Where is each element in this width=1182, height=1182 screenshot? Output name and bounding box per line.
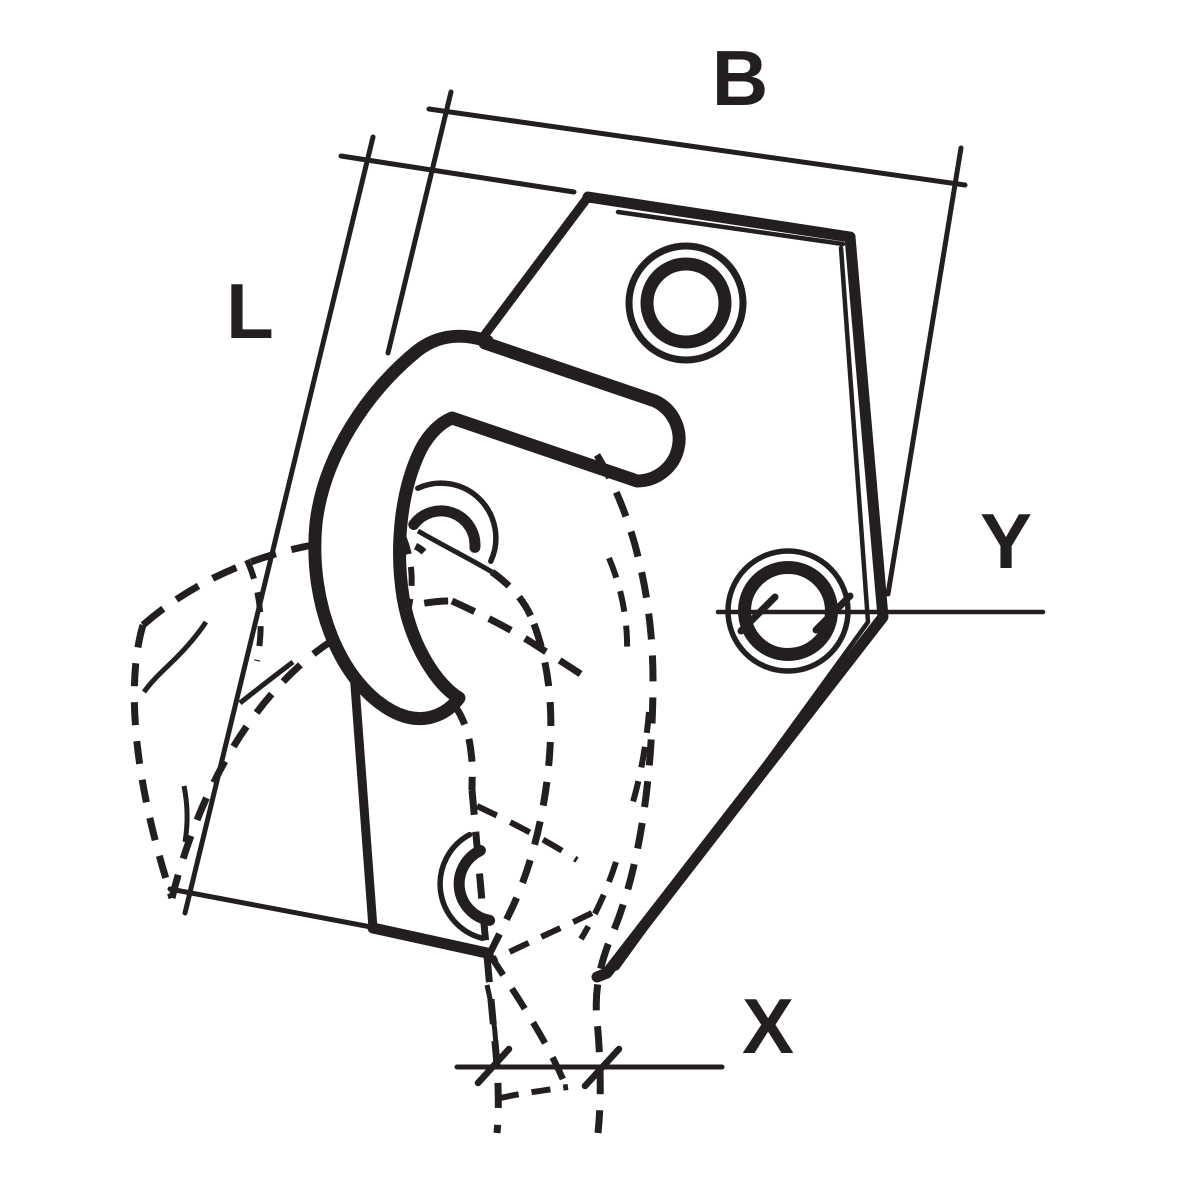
middle-hole-bore-arc <box>408 505 481 553</box>
plate-face <box>343 197 883 975</box>
dimension-label-y: Y <box>980 497 1032 585</box>
dimension-label-l: L <box>226 267 274 355</box>
dimension-b-extension-right <box>885 145 964 597</box>
rope-loop-outer-edge <box>592 453 657 1134</box>
rope-visible-edge <box>484 984 499 1047</box>
dimension-l: L <box>167 134 577 930</box>
rope-twist-line <box>606 556 631 655</box>
rope-twist-line <box>493 910 594 962</box>
rope-strand <box>450 597 595 685</box>
bottom-hole-bore-arc <box>453 845 496 926</box>
bottom-hole-outer-arc <box>437 831 486 942</box>
rope-twist-line <box>578 861 619 941</box>
rope-twist-line <box>627 711 652 813</box>
dimension-label-x: X <box>742 982 794 1070</box>
rope-front <box>141 453 657 1134</box>
dimension-l-extension-top <box>338 153 577 195</box>
plate-thickness-line-top <box>615 209 846 247</box>
top-hole-outer-ring <box>625 242 747 364</box>
dimension-y-tick-left <box>737 593 779 635</box>
rope-strand <box>489 569 538 626</box>
dimension-b: B <box>385 34 968 597</box>
rope-visible-edge <box>181 785 190 843</box>
dimension-x: X <box>454 982 794 1090</box>
rope-twist-line <box>475 803 579 863</box>
dimension-l-extension-bottom <box>167 886 374 930</box>
middle-hole <box>408 480 499 564</box>
mounting-plate <box>338 191 889 983</box>
hook-body <box>308 329 686 726</box>
rope-twist-line <box>499 1084 569 1101</box>
rope-visible-edge <box>141 620 209 694</box>
dimension-x-tick-left <box>474 1045 513 1087</box>
top-hole <box>625 242 747 364</box>
rope-strand <box>408 639 476 791</box>
dimension-x-tick-right <box>581 1045 623 1090</box>
dimension-b-line <box>426 106 968 188</box>
plate-bottom-edge <box>367 922 493 959</box>
plate-thickness-line-right <box>595 245 871 977</box>
rope-loop-inner-edge <box>486 622 555 955</box>
dimension-b-extension-left <box>385 89 454 356</box>
bottom-hole <box>437 831 496 942</box>
top-hole-bore <box>640 257 732 349</box>
middle-hole-outer-arc <box>415 480 499 564</box>
hook <box>308 329 686 726</box>
rope-visible-edge <box>238 660 295 705</box>
dimension-y-tick-right <box>812 592 854 634</box>
rope-visible-edge <box>416 528 494 575</box>
dimension-y: Y <box>715 497 1046 635</box>
plate-top-edge <box>582 191 856 243</box>
dimension-l-line <box>182 134 376 916</box>
rope-twist-line <box>487 953 571 1091</box>
dimension-label-b: B <box>712 34 768 122</box>
